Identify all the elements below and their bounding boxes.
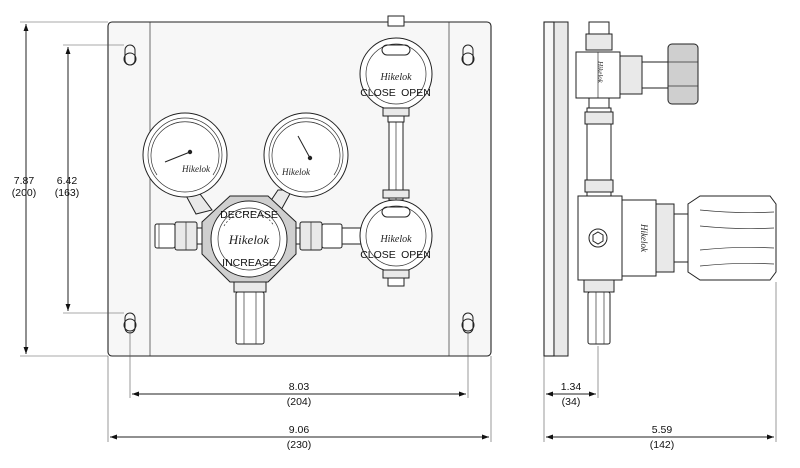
close-label: CLOSE	[360, 87, 396, 99]
mounting-slot-bottom-left	[123, 312, 137, 334]
brand-logo: Hikelok	[228, 232, 270, 247]
hole-width-metric: (204)	[287, 396, 312, 408]
decrease-label: DECREASE	[220, 209, 278, 221]
overall-width-metric: (230)	[287, 439, 312, 451]
open-label: OPEN	[401, 87, 431, 99]
front-dimensions: 7.87 (200) 6.42 (163) 8.03 (204) 9.06 (2…	[12, 21, 492, 451]
open-label: OPEN	[401, 249, 431, 261]
hole-width-value: 8.03	[289, 381, 310, 393]
valve-handle-top	[667, 43, 699, 105]
hole-height-value: 6.42	[57, 175, 78, 187]
regulator-bottom-port	[233, 279, 267, 345]
overall-width-value: 9.06	[289, 424, 310, 436]
pressure-gauge-left: Hikelok	[142, 112, 228, 215]
brand-logo: Hikelok	[596, 60, 604, 84]
plate-offset-value: 1.34	[561, 381, 582, 393]
overall-height-value: 7.87	[14, 175, 35, 187]
brand-logo: Hikelok	[379, 72, 412, 83]
mounting-slot-top-right	[461, 44, 475, 66]
mounting-slot-top-left	[123, 44, 137, 66]
side-dimensions: 1.34 (34) 5.59 (142)	[543, 282, 777, 451]
brand-logo: Hikelok	[281, 167, 311, 177]
increase-label: INCREASE	[222, 257, 276, 269]
overall-height-metric: (200)	[12, 187, 37, 199]
brand-logo: Hikelok	[181, 164, 211, 174]
regulator-knob	[687, 195, 777, 281]
overall-depth-value: 5.59	[652, 424, 673, 436]
panel-edge	[543, 21, 555, 357]
shutoff-valve-bottom: Hikelok CLOSE OPEN	[359, 189, 433, 287]
mounting-slot-bottom-right	[461, 312, 475, 334]
hole-height-metric: (163)	[55, 187, 80, 199]
side-view: Hikelok Hikelok	[543, 21, 777, 357]
front-view: Hikelok Hikelok	[107, 15, 492, 357]
close-label: CLOSE	[360, 249, 396, 261]
brand-logo: Hikelok	[639, 223, 649, 253]
overall-depth-metric: (142)	[650, 439, 675, 451]
plate-offset-metric: (34)	[562, 396, 581, 408]
shutoff-valve-top: Hikelok CLOSE OPEN	[359, 15, 433, 123]
pressure-regulator: DECREASE INCREASE Hikelok	[201, 195, 297, 283]
brand-logo: Hikelok	[379, 234, 412, 245]
